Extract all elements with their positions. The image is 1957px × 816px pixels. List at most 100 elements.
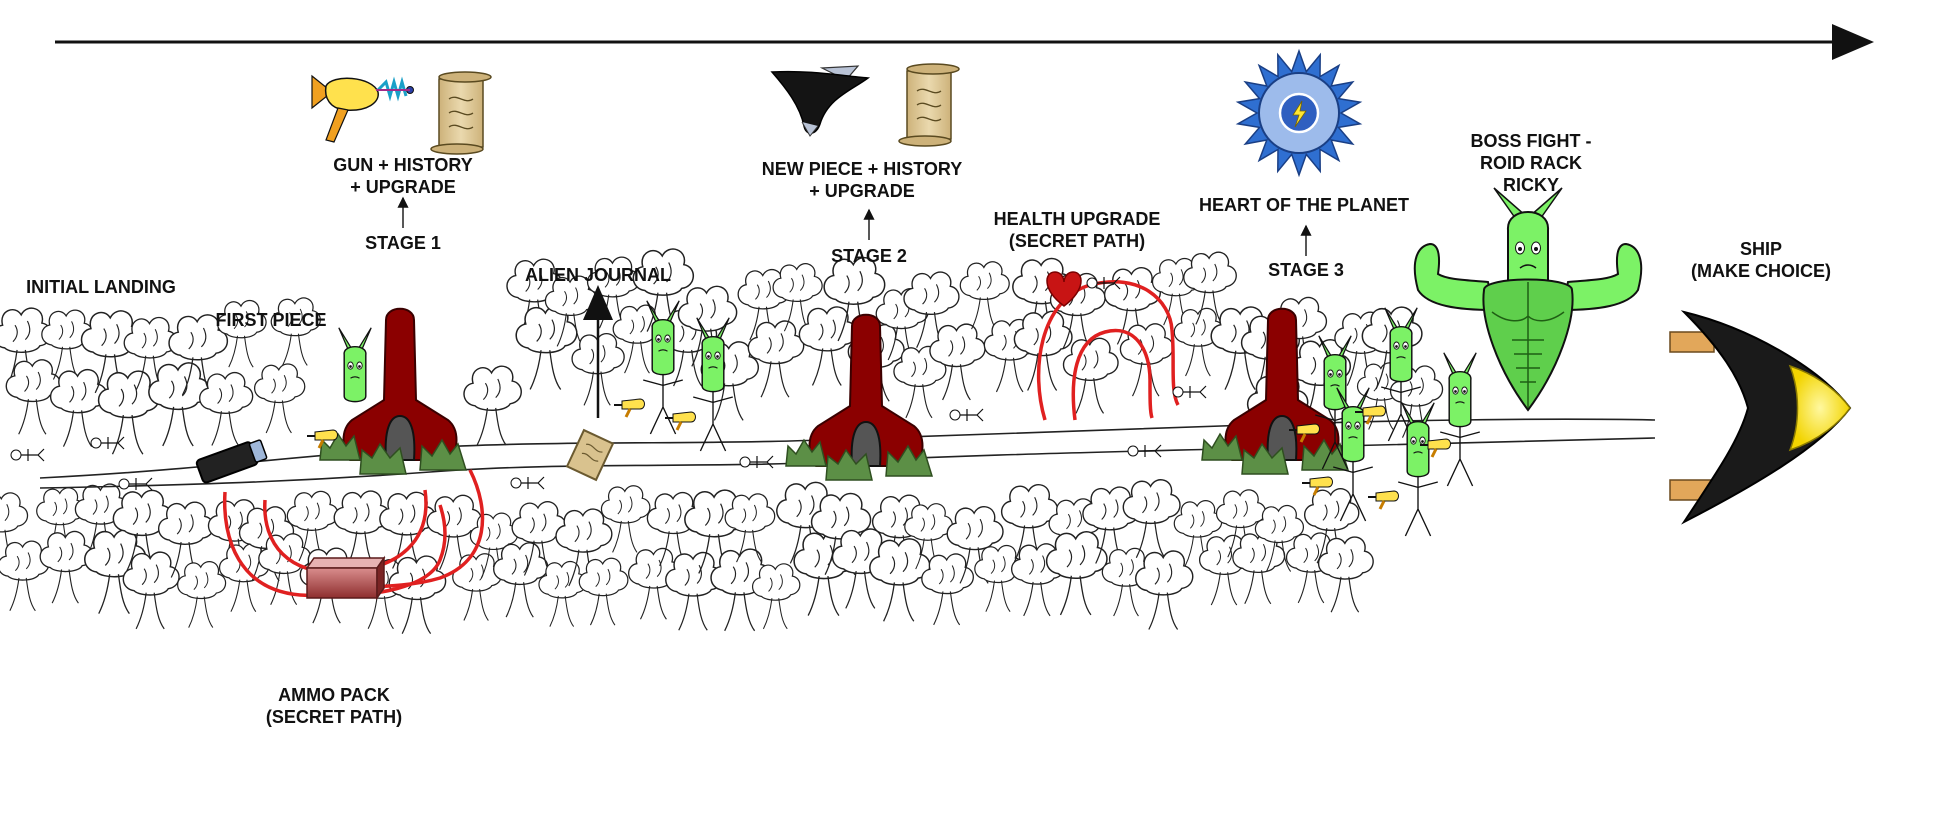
- tree-icon: [199, 371, 254, 446]
- alien-tower-icon: [1201, 307, 1350, 475]
- tree-icon: [97, 370, 160, 455]
- label-ship: SHIP(MAKE CHOICE): [1691, 239, 1831, 281]
- label-health-upgrade: HEALTH UPGRADE(SECRET PATH): [993, 209, 1161, 251]
- items-layer: [10, 48, 1852, 601]
- label-stage-2: STAGE 2: [831, 246, 907, 266]
- alien-icon: [693, 317, 733, 452]
- alien-icon: [1333, 387, 1373, 522]
- tree-icon: [39, 530, 93, 604]
- tree-icon: [493, 542, 549, 618]
- label-heart-of-the-planet: HEART OF THE PLANET: [1199, 195, 1409, 215]
- tree-icon: [1317, 536, 1374, 613]
- secret-path-health: [1036, 279, 1180, 421]
- tree-icon: [41, 309, 93, 380]
- label-gun-history-upgrade: GUN + HISTORY+ UPGRADE: [333, 155, 473, 197]
- tree-icon: [0, 307, 52, 388]
- tree-icon: [1013, 310, 1073, 391]
- tree-icon: [452, 553, 502, 621]
- ray-gun-icon: [1355, 405, 1386, 425]
- heart-icon: [1046, 271, 1082, 307]
- label-new-piece-history-upgrade: NEW PIECE + HISTORY+ UPGRADE: [761, 159, 963, 201]
- tree-icon: [1062, 337, 1119, 414]
- stick-figure-icon: [1086, 276, 1121, 290]
- tree-icon: [823, 256, 886, 342]
- tree-icon: [49, 368, 108, 447]
- tree-icon: [538, 560, 587, 627]
- ship-piece-icon: [195, 439, 268, 484]
- stick-figure-icon: [118, 477, 153, 491]
- tree-icon: [751, 563, 801, 630]
- tree-icon: [388, 555, 447, 635]
- ray-gun-icon: [311, 74, 414, 143]
- spiked-sun-lightning-icon: [1235, 48, 1363, 178]
- tree-icon: [612, 304, 664, 374]
- ray-gun-icon: [1420, 438, 1451, 458]
- history-scroll-icon: [430, 71, 492, 155]
- label-stage-3: STAGE 3: [1268, 260, 1344, 280]
- stick-figure-icon: [949, 408, 984, 422]
- tree-icon: [1135, 550, 1194, 630]
- tree-icon: [578, 557, 629, 626]
- tree-icon: [511, 501, 567, 576]
- ray-gun-icon: [665, 411, 696, 431]
- tree-icon: [177, 561, 227, 628]
- ammo-crate-icon: [305, 555, 386, 601]
- tree-icon: [217, 299, 267, 368]
- tree-icon: [1254, 504, 1304, 572]
- tree-icon: [724, 493, 776, 563]
- tree-icon: [254, 363, 306, 434]
- tree-icon: [1232, 531, 1286, 605]
- ray-gun-icon: [1368, 490, 1399, 510]
- spaceship-icon: [1669, 310, 1852, 525]
- alien-icon: [1440, 352, 1480, 487]
- alien-tower-icon: [785, 313, 934, 481]
- tree-icon: [1183, 251, 1237, 325]
- tree-icon: [123, 316, 178, 391]
- tree-icon: [555, 508, 613, 587]
- alien-icon: [1381, 307, 1421, 442]
- muscular-alien-icon: [1413, 187, 1643, 412]
- tree-icon: [1122, 479, 1181, 559]
- tree-icon: [946, 505, 1004, 584]
- tree-icon: [218, 543, 270, 613]
- tree-icon: [463, 365, 522, 446]
- stick-figure-icon: [1172, 385, 1207, 399]
- tree-icon: [665, 551, 723, 631]
- label-ammo-pack: AMMO PACK(SECRET PATH): [265, 685, 403, 727]
- tree-icon: [600, 485, 651, 553]
- tree-icon: [1045, 531, 1108, 616]
- tree-icon: [122, 551, 180, 630]
- ray-gun-icon: [614, 398, 645, 418]
- tree-icon: [747, 320, 805, 398]
- stick-figure-icon: [90, 436, 125, 450]
- tree-icon: [148, 362, 210, 447]
- tree-icon: [921, 553, 974, 626]
- tree-icon: [1000, 483, 1059, 563]
- tree-icon: [974, 544, 1024, 612]
- journal-icon: [565, 428, 615, 482]
- tree-icon: [959, 261, 1010, 330]
- ray-gun-icon: [1302, 476, 1333, 496]
- alien-tower-icon: [319, 307, 468, 475]
- stick-figure-icon: [510, 476, 545, 490]
- tree-icon: [929, 323, 986, 401]
- label-initial-landing: INITIAL LANDING: [26, 277, 176, 297]
- label-stage-1: STAGE 1: [365, 233, 441, 253]
- alien-icon: [338, 327, 372, 403]
- alien-icon: [1398, 402, 1438, 537]
- stick-figure-icon: [10, 448, 45, 462]
- tree-icon: [869, 538, 931, 622]
- ray-gun-icon: [307, 429, 338, 449]
- label-alien-journal: ALIEN JOURNAL: [524, 265, 672, 285]
- tree-icon: [5, 359, 61, 435]
- tree-icon: [798, 306, 858, 386]
- tree-icon: [0, 540, 50, 612]
- tree-icon: [286, 490, 339, 562]
- history-scroll-icon: [898, 63, 960, 147]
- ship-piece-icon: [770, 65, 871, 137]
- ray-gun-icon: [1289, 423, 1320, 443]
- tree-icon: [270, 297, 321, 366]
